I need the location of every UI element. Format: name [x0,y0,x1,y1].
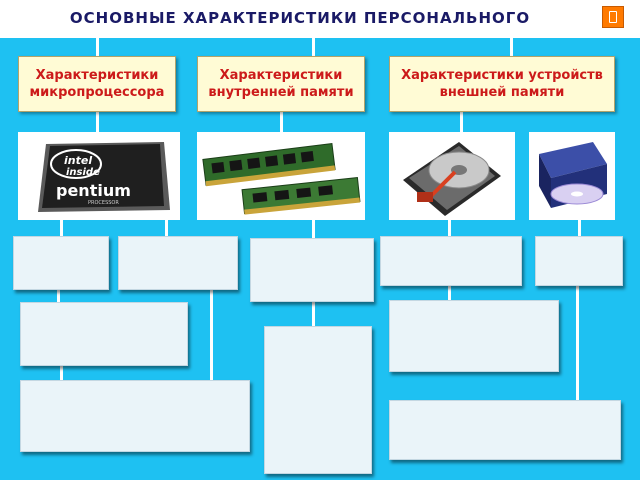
connector-line [165,220,168,236]
ram-module-image [197,132,365,220]
connector-line [96,112,99,132]
connector-line [280,112,283,132]
connector-line [210,290,213,382]
connector-line [312,38,315,56]
chip-text-2: inside [66,167,100,178]
external-characteristic-box-4 [389,400,621,460]
cpu-characteristic-box-4 [20,380,250,452]
hard-disk-image [389,132,515,220]
chip-text-4: PROCESSOR [88,200,119,206]
cpu-characteristic-box-1 [13,236,109,290]
connector-line [57,290,60,302]
external-characteristic-box-1 [380,236,522,286]
connector-line [578,220,581,236]
cpu-characteristic-box-2 [118,236,238,290]
exit-icon [609,11,617,23]
connector-line [448,286,451,300]
connector-line [60,366,63,380]
chip-text-1: intel [64,154,92,167]
header-ram: Характеристики внутренней памяти [197,56,365,112]
connector-line [312,220,315,238]
optical-drive-image [529,132,615,220]
connector-line [96,38,99,56]
ram-characteristic-box-1 [250,238,374,302]
connector-line [312,302,315,326]
chip-text-3: pentium [56,181,131,200]
connector-line [460,112,463,132]
external-characteristic-box-3 [389,300,559,372]
ram-characteristic-box-2 [264,326,372,474]
connector-line [448,220,451,236]
cpu-chip-image: intel inside pentium PROCESSOR [18,132,180,220]
page-title: ОСНОВНЫЕ ХАРАКТЕРИСТИКИ ПЕРСОНАЛЬНОГО КО… [69,9,531,63]
header-cpu: Характеристики микропроцессора [18,56,176,112]
exit-button[interactable] [602,6,624,28]
external-characteristic-box-2 [535,236,623,286]
connector-line [60,220,63,236]
cpu-characteristic-box-3 [20,302,188,366]
connector-line [576,286,579,402]
header-external: Характеристики устройств внешней памяти [389,56,615,112]
connector-line [510,38,513,56]
